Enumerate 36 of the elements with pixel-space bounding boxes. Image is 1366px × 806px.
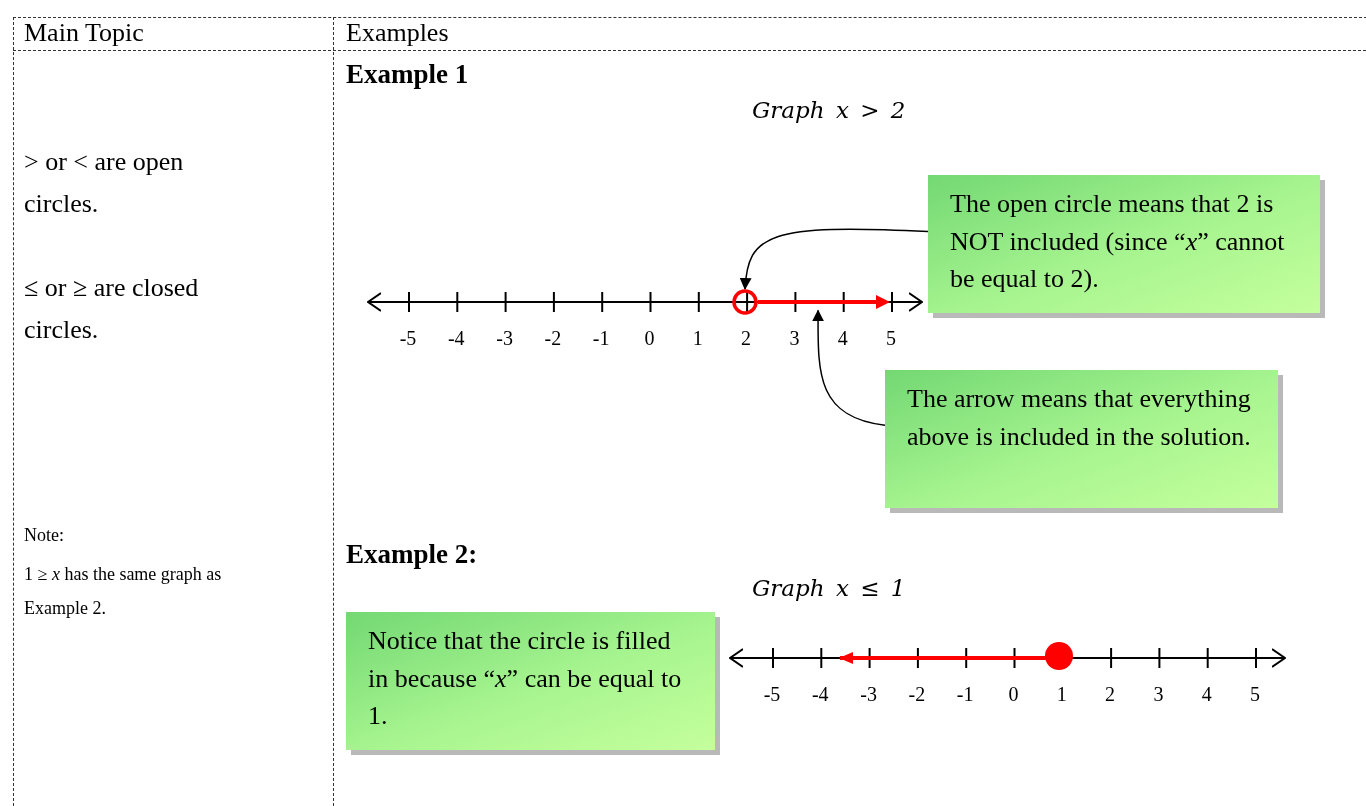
tick-label: -3 — [859, 682, 878, 707]
math-expression: Graph x > 2 — [752, 96, 906, 125]
tick-label: -5 — [398, 326, 418, 351]
leader-line — [740, 228, 929, 290]
tick-label: -4 — [446, 326, 466, 351]
tick-label: 2 — [1104, 682, 1117, 707]
tick-label: -2 — [907, 682, 927, 707]
tick-label: 3 — [788, 326, 801, 351]
solution-ray — [758, 295, 890, 309]
tick-label: 0 — [1007, 682, 1020, 707]
tick-label: 1 — [1055, 682, 1068, 707]
tick-label: 4 — [1200, 682, 1213, 707]
tick-label: 1 — [691, 326, 704, 351]
tick-label: 5 — [885, 326, 897, 351]
example-heading: Example 2: — [346, 538, 478, 571]
column-header: Examples — [346, 17, 449, 49]
note-text: 1 ≥ x has the same graph as Example 2. — [24, 563, 223, 621]
column-header: Main Topic — [24, 17, 144, 49]
note-text: ≤ or ≥ are closed circles. — [24, 272, 200, 346]
open-circle — [732, 289, 758, 315]
tick-label: -3 — [495, 326, 514, 351]
tick-label: 5 — [1249, 682, 1261, 707]
tick-label: -1 — [955, 682, 975, 707]
tick-label: -1 — [591, 326, 611, 351]
tick-label: 3 — [1152, 682, 1165, 707]
note-text: Note: — [24, 524, 64, 547]
leader-line — [812, 309, 886, 426]
tick-label: 2 — [740, 326, 753, 351]
note-text: > or < are open circles. — [24, 146, 185, 220]
example-heading: Example 1 — [346, 58, 469, 91]
tick-label: -4 — [810, 682, 830, 707]
math-expression: Graph x ≤ 1 — [752, 574, 906, 603]
tick-label: 4 — [836, 326, 849, 351]
tick-label: 0 — [643, 326, 656, 351]
tick-label: -2 — [543, 326, 563, 351]
tick-label: -5 — [762, 682, 782, 707]
